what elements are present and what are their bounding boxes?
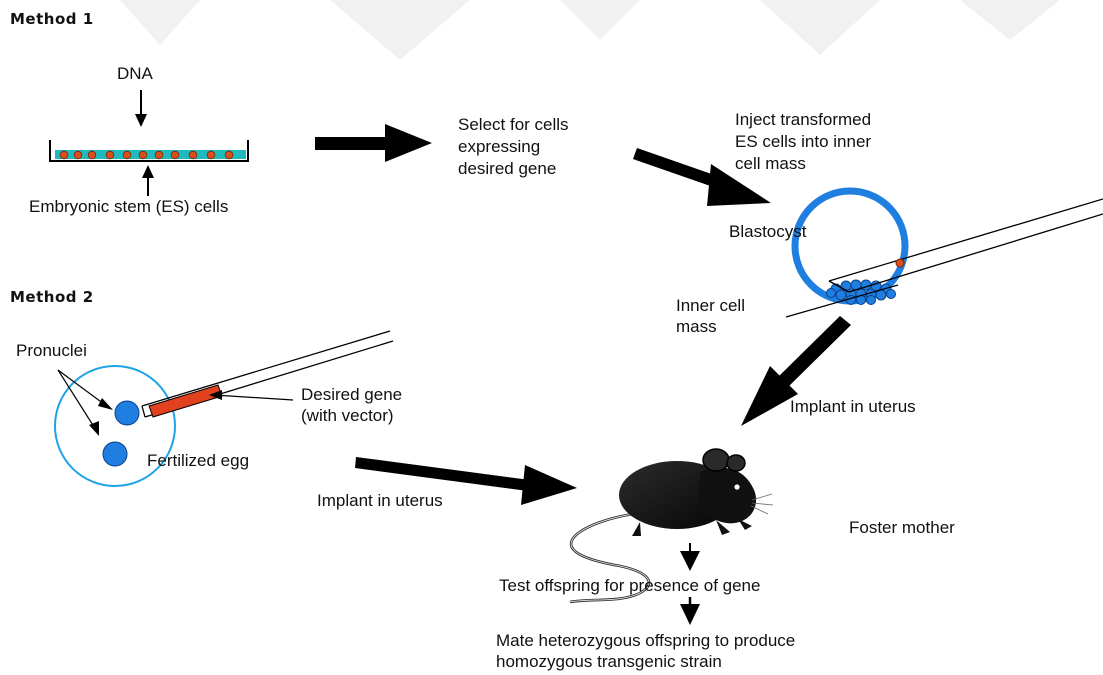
mouse-ear-right [727, 455, 745, 471]
dna-label: DNA [117, 64, 153, 84]
arrow-test-to-mate [680, 597, 700, 625]
arrow-dish-to-select [315, 124, 432, 162]
pronuclei-label: Pronuclei [16, 341, 87, 361]
blastocyst [786, 191, 905, 317]
fertilized-egg-label: Fertilized egg [147, 451, 249, 471]
desired-gene-pointer [209, 390, 293, 400]
mouse-eye [734, 484, 739, 489]
es-cells-arrow [142, 165, 154, 196]
implant-uterus-label-method2: Implant in uterus [317, 491, 443, 511]
blastocyst-label: Blastocyst [729, 222, 806, 242]
pronucleus-upper [115, 401, 139, 425]
test-offspring-label: Test offspring for presence of gene [499, 576, 760, 596]
transformed-es-cell [896, 259, 904, 267]
implant-uterus-label-method1: Implant in uterus [790, 397, 916, 417]
es-cells-label: Embryonic stem (ES) cells [29, 197, 228, 217]
arrow-mouse-to-test [680, 543, 700, 571]
dna-arrow [135, 90, 147, 127]
method-1-heading: Method 1 [10, 9, 94, 29]
pronucleus-lower [103, 442, 127, 466]
culture-dish [50, 140, 248, 161]
method-2-heading: Method 2 [10, 287, 94, 307]
foster-mother-label: Foster mother [849, 518, 955, 538]
culture-medium [55, 150, 246, 159]
mouse-ear-left [703, 449, 729, 471]
mouse-hind-foot [632, 522, 641, 536]
mouse-front-foot-2 [738, 519, 752, 530]
background-watermark [120, 0, 1060, 60]
